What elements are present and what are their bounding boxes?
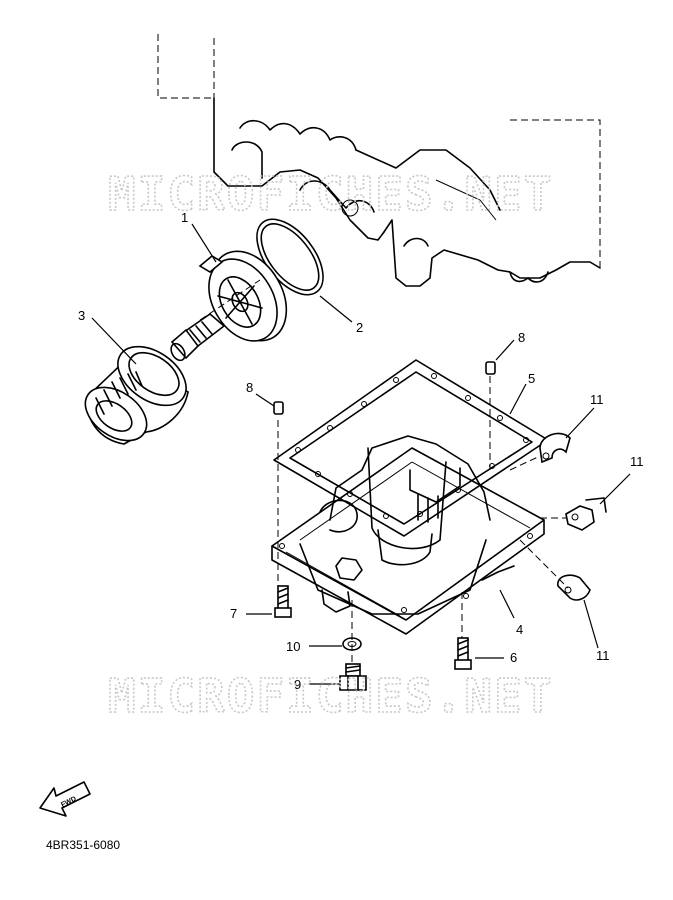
forward-arrow-icon: FWD bbox=[39, 781, 91, 817]
dowel-pin-left bbox=[273, 401, 284, 415]
union-bolt-part bbox=[170, 312, 226, 362]
alignment-lines bbox=[199, 279, 569, 664]
callout-8-right: 8 bbox=[518, 330, 525, 345]
hose-clamp-lower bbox=[557, 574, 591, 601]
callout-5: 5 bbox=[528, 371, 535, 386]
callout-1: 1 bbox=[181, 210, 188, 225]
watermark-top: MICROFICHES.NET bbox=[108, 167, 553, 221]
callout-7: 7 bbox=[230, 606, 237, 621]
callout-9: 9 bbox=[294, 677, 301, 692]
dowel-pin-right bbox=[485, 361, 496, 375]
callout-11-lower: 11 bbox=[596, 648, 610, 663]
oil-filter-adapter-part bbox=[198, 250, 288, 342]
callout-3: 3 bbox=[78, 308, 85, 323]
oil-filter-cartridge-part bbox=[84, 345, 190, 445]
callout-8-left: 8 bbox=[246, 380, 253, 395]
oil-pan-part bbox=[271, 435, 545, 635]
callout-10: 10 bbox=[286, 639, 300, 654]
drain-bolt-part bbox=[339, 663, 367, 691]
hose-clamp-middle bbox=[565, 497, 607, 531]
hose-clamp-upper bbox=[539, 432, 571, 464]
bolt-right-part bbox=[454, 637, 472, 670]
watermark-bottom: MICROFICHES.NET bbox=[108, 669, 553, 723]
callout-4: 4 bbox=[516, 622, 523, 637]
callout-6: 6 bbox=[510, 650, 517, 665]
bolt-left-part bbox=[274, 585, 292, 618]
fwd-arrow-label: FWD bbox=[60, 796, 77, 809]
callout-11-middle: 11 bbox=[630, 454, 644, 469]
crankcase-outline bbox=[157, 34, 601, 287]
leader-lines bbox=[91, 223, 631, 685]
callout-labels: 1 2 3 4 5 6 7 8 8 9 10 11 11 11 bbox=[78, 210, 644, 692]
callout-11-upper: 11 bbox=[590, 392, 604, 407]
diagram-code: 4BR351-6080 bbox=[46, 838, 120, 852]
callout-2: 2 bbox=[356, 320, 363, 335]
